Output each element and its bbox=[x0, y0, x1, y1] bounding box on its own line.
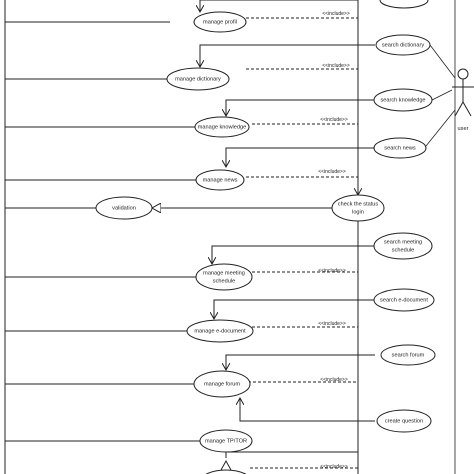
include-label: <<include>> bbox=[318, 268, 346, 274]
usecase-search-knowledge[interactable]: search knowledge bbox=[373, 88, 433, 112]
top-partial-usecase bbox=[379, 0, 429, 9]
usecase-manage-meeting-schedule[interactable]: manage meeting schedule bbox=[195, 263, 253, 291]
svg-text:search meeting: search meeting bbox=[384, 239, 422, 245]
svg-text:check the status: check the status bbox=[338, 201, 379, 207]
svg-text:create question: create question bbox=[385, 418, 423, 424]
svg-text:search forum: search forum bbox=[392, 352, 425, 358]
usecase-validation[interactable]: validation bbox=[95, 196, 153, 220]
svg-text:validation: validation bbox=[112, 205, 136, 211]
include-label: <<include>> bbox=[320, 464, 348, 470]
usecase-bottom-partial bbox=[205, 459, 247, 474]
svg-text:search e-document: search e-document bbox=[380, 297, 428, 303]
usecase-manage-dictionary[interactable]: manage dictionary bbox=[166, 67, 230, 91]
include-lines bbox=[246, 17, 358, 469]
usecase-manage-edocument[interactable]: manage e-document bbox=[186, 319, 254, 343]
usecase-manage-news[interactable]: manage news bbox=[195, 169, 245, 191]
include-labels: <<include>> <<include>> <<include>> <<in… bbox=[318, 11, 350, 470]
usecase-search-meeting-schedule[interactable]: search meeting schedule bbox=[373, 232, 433, 260]
svg-text:search news: search news bbox=[384, 145, 416, 151]
svg-text:manage news: manage news bbox=[203, 177, 238, 183]
svg-text:manage forum: manage forum bbox=[204, 381, 240, 387]
svg-text:search dictionary: search dictionary bbox=[382, 42, 424, 48]
svg-text:schedule: schedule bbox=[392, 247, 414, 253]
svg-text:manage e-document: manage e-document bbox=[194, 328, 246, 334]
include-label: <<include>> bbox=[320, 117, 348, 123]
usecase-search-forum[interactable]: search forum bbox=[380, 344, 436, 366]
usecase-search-news[interactable]: search news bbox=[373, 137, 427, 159]
usecase-check-status-login[interactable]: check the status login bbox=[331, 194, 385, 222]
svg-text:manage dictionary: manage dictionary bbox=[175, 76, 221, 82]
actor-name: user bbox=[458, 126, 469, 132]
usecase-create-question[interactable]: create question bbox=[376, 409, 432, 433]
usecase-search-dictionary[interactable]: search dictionary bbox=[375, 34, 431, 56]
usecase-manage-profil[interactable]: manage profil bbox=[193, 11, 247, 33]
include-label: <<include>> bbox=[322, 63, 350, 69]
actor-head bbox=[457, 68, 469, 80]
usecase-search-edocument[interactable]: search e-document bbox=[373, 288, 435, 312]
svg-text:search knowledge: search knowledge bbox=[380, 97, 425, 103]
include-label: <<include>> bbox=[318, 321, 346, 327]
svg-text:schedule: schedule bbox=[213, 278, 235, 284]
svg-text:manage TP/TOR: manage TP/TOR bbox=[205, 438, 247, 444]
svg-text:manage profil: manage profil bbox=[203, 19, 237, 25]
usecase-manage-knowledge[interactable]: manage knowledge bbox=[194, 116, 250, 138]
left-connectors bbox=[5, 21, 200, 442]
include-label: <<include>> bbox=[322, 11, 350, 17]
usecase-manage-tptor[interactable]: manage TP/TOR bbox=[199, 429, 253, 453]
svg-text:manage knowledge: manage knowledge bbox=[198, 124, 247, 130]
include-label: <<include>> bbox=[318, 169, 346, 175]
svg-text:manage meeting: manage meeting bbox=[203, 270, 245, 276]
user-actor: user bbox=[452, 68, 474, 132]
include-label: <<include>> bbox=[320, 377, 348, 383]
actor-connectors bbox=[425, 44, 456, 147]
svg-text:login: login bbox=[352, 209, 364, 215]
usecase-manage-forum[interactable]: manage forum bbox=[193, 370, 251, 398]
